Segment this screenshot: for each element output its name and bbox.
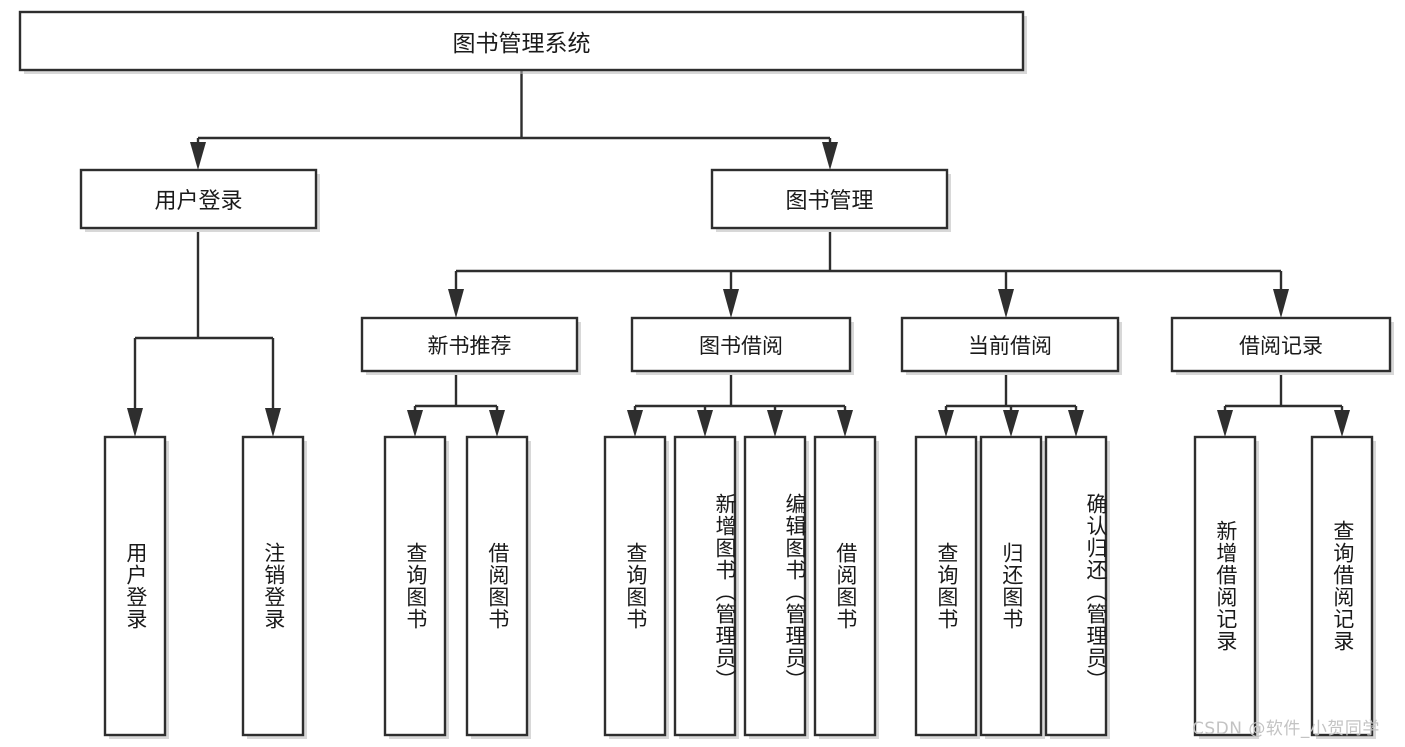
arrow-head-icon [407, 410, 423, 437]
arrow-head-icon [1334, 410, 1350, 437]
node-box-leaf-logout[interactable] [241, 435, 305, 737]
arrow-head-icon [723, 289, 739, 318]
arrow-head-icon [938, 410, 954, 437]
arrow-head-icon [1217, 410, 1233, 437]
node-box-current-borrow[interactable] [900, 316, 1120, 373]
arrow-head-icon [767, 410, 783, 437]
node-box-leaf-query-book-1[interactable] [383, 435, 447, 737]
arrow-head-icon [489, 410, 505, 437]
node-box-book-borrow[interactable] [630, 316, 852, 373]
node-box-leaf-add-record[interactable] [1193, 435, 1257, 737]
arrow-head-icon [1068, 410, 1084, 437]
node-box-leaf-borrow-book-2[interactable] [813, 435, 877, 737]
connector-bookmgmt-to-level2 [448, 232, 1289, 318]
node-box-borrow-record[interactable] [1170, 316, 1392, 373]
node-box-leaf-user-login[interactable] [103, 435, 167, 737]
node-box-leaf-query-book-2[interactable] [603, 435, 667, 737]
node-box-leaf-confirm-return[interactable] [1044, 435, 1108, 737]
arrow-head-icon [1003, 410, 1019, 437]
csdn-watermark: CSDN @软件_小贺同学 [1192, 719, 1380, 739]
connector-currentborrow-to-leaves [938, 375, 1084, 437]
node-box-user-login[interactable] [79, 168, 318, 230]
arrow-head-icon [190, 142, 206, 170]
arrow-head-icon [265, 408, 281, 437]
node-box-root[interactable] [18, 10, 1025, 72]
node-box-leaf-borrow-book-1[interactable] [465, 435, 529, 737]
node-box-leaf-query-book-3[interactable] [914, 435, 978, 737]
arrow-head-icon [1273, 289, 1289, 318]
arrow-head-icon [837, 410, 853, 437]
arrow-head-icon [127, 408, 143, 437]
node-box-leaf-return-book[interactable] [979, 435, 1043, 737]
arrow-head-icon [822, 142, 838, 170]
node-box-new-book-recommend[interactable] [360, 316, 579, 373]
connector-newbook-to-leaves [407, 375, 505, 437]
connector-bookborrow-to-leaves [627, 375, 853, 437]
connector-userlogin-to-leaves [127, 232, 281, 437]
arrow-head-icon [627, 410, 643, 437]
connector-root-to-level1 [190, 71, 838, 170]
arrow-head-icon [697, 410, 713, 437]
arrow-head-icon [448, 289, 464, 318]
arrow-head-icon [998, 289, 1014, 318]
node-box-book-management[interactable] [710, 168, 949, 230]
connector-borrowrecord-to-leaves [1217, 375, 1350, 437]
node-box-leaf-query-record[interactable] [1310, 435, 1374, 737]
node-box-leaf-add-book[interactable] [673, 435, 737, 737]
node-box-leaf-edit-book[interactable] [743, 435, 807, 737]
